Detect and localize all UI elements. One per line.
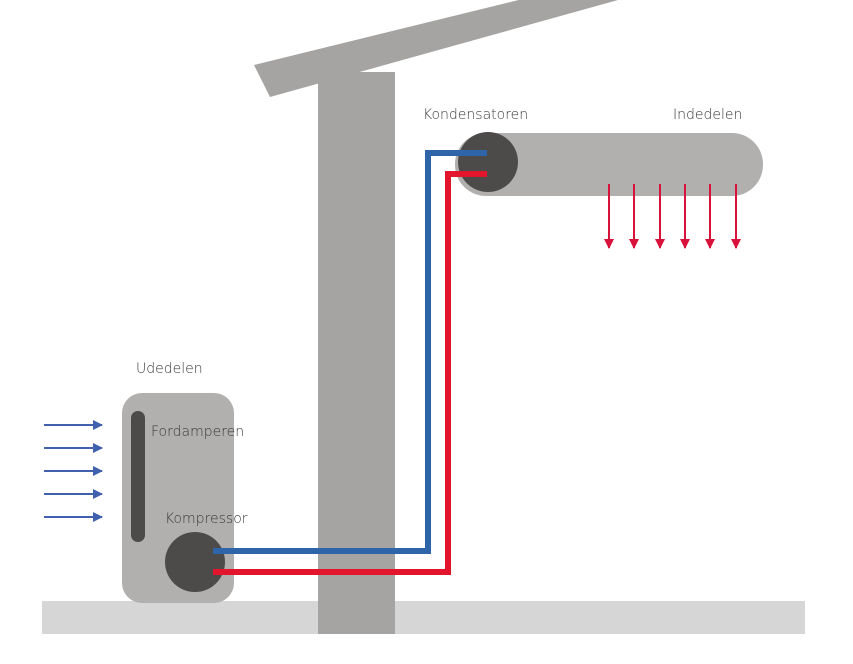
heat-arrows: [604, 184, 741, 249]
condenser-label: Kondensatoren: [423, 107, 528, 123]
condenser: [458, 132, 518, 192]
outdoor-unit-label: Udedelen: [136, 361, 203, 377]
hot-pipe: [213, 171, 487, 575]
wall: [318, 72, 395, 634]
indoor-unit: [455, 133, 763, 196]
evaporator: [131, 411, 145, 542]
ground: [42, 601, 805, 634]
intake-arrows: [44, 420, 103, 522]
compressor: [165, 532, 225, 592]
cold-pipe: [213, 150, 487, 554]
roof: [254, 0, 618, 97]
compressor-label: Kompressor: [165, 511, 248, 527]
evaporator-label: Fordamperen: [151, 424, 244, 440]
indoor-unit-label: Indedelen: [673, 107, 742, 123]
